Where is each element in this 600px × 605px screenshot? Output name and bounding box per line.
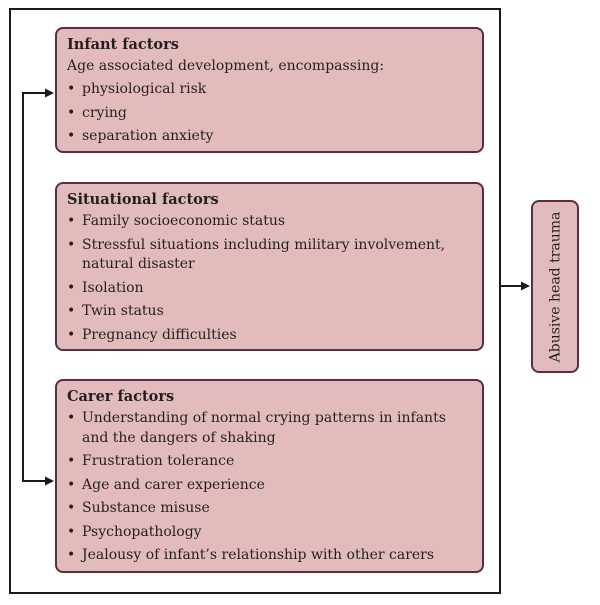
list-item-text: Pregnancy difficulties <box>82 326 237 343</box>
list-item-text: Isolation <box>82 279 144 296</box>
bullet-icon: • <box>67 236 76 253</box>
outcome-label: Abusive head trauma <box>547 211 564 362</box>
list-item-text: Stressful situations including military … <box>82 236 446 273</box>
list-item-text: Jealousy of infant’s relationship with o… <box>82 547 435 563</box>
bullet-icon: • <box>67 81 76 97</box>
list-item: • Twin status <box>67 302 472 322</box>
situational-factors-title: Situational factors <box>67 191 219 208</box>
bullet-icon: • <box>67 279 76 296</box>
list-item-text: Family socioeconomic status <box>82 213 286 229</box>
list-item-text: Substance misuse <box>82 500 210 516</box>
infant-factors-intro: Age associated development, encompassing… <box>67 58 385 74</box>
bullet-icon: • <box>67 523 76 540</box>
carer-factors-box: Carer factors • Understanding of normal c… <box>55 379 484 573</box>
arrow-to-outcome-head <box>521 281 530 291</box>
list-item: • Pregnancy difficulties <box>67 326 472 346</box>
list-item-text: Frustration tolerance <box>82 453 235 469</box>
factors-frame <box>9 8 501 594</box>
arrow-to-carer-head <box>45 476 54 486</box>
bullet-icon: • <box>67 453 76 469</box>
bullet-icon: • <box>67 104 76 121</box>
bullet-icon: • <box>67 500 76 516</box>
carer-factors-list: • Understanding of normal crying patterns… <box>67 409 472 566</box>
arrow-to-infant-head <box>45 88 54 98</box>
list-item-text: separation anxiety <box>82 128 214 144</box>
list-item: • Family socioeconomic status <box>67 212 472 232</box>
list-item-text: crying <box>82 104 127 121</box>
list-item: • Stressful situations including military… <box>67 236 472 275</box>
bullet-icon: • <box>67 410 76 426</box>
outcome-box: Abusive head trauma <box>531 200 579 373</box>
infant-factors-box: Infant factors Age associated developmen… <box>55 27 484 153</box>
bullet-icon: • <box>67 326 76 343</box>
bullet-icon: • <box>67 128 76 144</box>
infant-factors-title: Infant factors <box>67 36 179 53</box>
list-item: • Frustration tolerance <box>67 452 472 472</box>
list-item-text: Psychopathology <box>82 523 202 540</box>
list-item: • Understanding of normal crying patterns… <box>67 409 472 448</box>
infant-factors-list: • physiological risk • crying • separation … <box>67 80 472 147</box>
list-item: • physiological risk <box>67 80 472 100</box>
situational-factors-list: • Family socioeconomic status • Stressful … <box>67 212 472 345</box>
list-item-text: physiological risk <box>82 81 207 97</box>
situational-factors-box: Situational factors • Family socioeconomi… <box>55 182 484 351</box>
bullet-icon: • <box>67 213 76 229</box>
list-item-text: Age and carer experience <box>82 476 265 493</box>
list-item: • Jealousy of infant’s relationship with … <box>67 546 472 566</box>
list-item: • crying <box>67 104 472 124</box>
list-item-text: Twin status <box>82 303 164 319</box>
list-item: • Substance misuse <box>67 499 472 519</box>
list-item-text: Understanding of normal crying patterns … <box>82 410 446 446</box>
carer-factors-title: Carer factors <box>67 388 175 405</box>
bullet-icon: • <box>67 476 76 493</box>
list-item: • separation anxiety <box>67 127 472 147</box>
list-item: • Isolation <box>67 279 472 299</box>
bullet-icon: • <box>67 547 76 563</box>
list-item: • Psychopathology <box>67 523 472 543</box>
list-item: • Age and carer experience <box>67 476 472 496</box>
bullet-icon: • <box>67 303 76 319</box>
